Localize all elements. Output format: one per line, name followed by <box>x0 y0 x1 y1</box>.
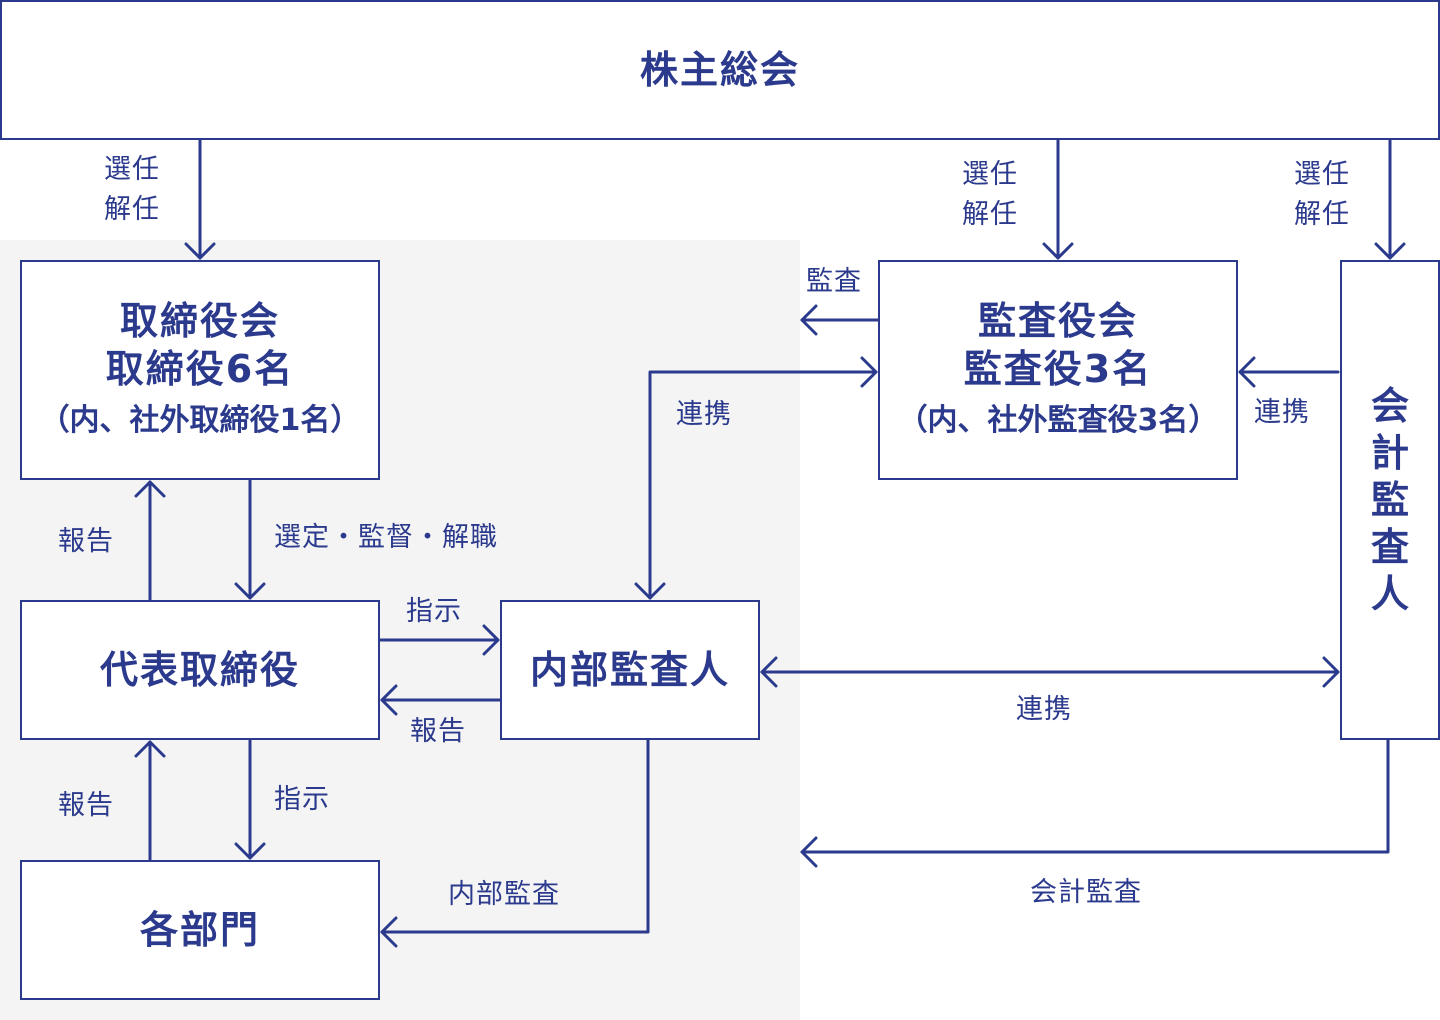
internal-auditor-title: 内部監査人 <box>529 648 730 692</box>
board-of-directors-box: 取締役会 取締役6名 （内、社外取締役1名） <box>20 260 380 480</box>
arrow-internal-audit-to-departments <box>380 738 650 934</box>
accounting-auditor-char: 人 <box>1370 571 1409 616</box>
accounting-auditor-char: 査 <box>1370 524 1409 569</box>
label-dismiss: 解任 <box>1294 199 1350 230</box>
label-accounting-audit: 会計監査 <box>1030 877 1142 908</box>
label-elect-dismiss-audit-board: 選任 解任 <box>962 155 1018 235</box>
accounting-auditor-box: 会 計 監 査 人 <box>1340 260 1440 740</box>
label-elect: 選任 <box>104 154 160 185</box>
label-elect: 選任 <box>962 159 1018 190</box>
accounting-auditor-char: 会 <box>1370 383 1409 428</box>
label-dismiss: 解任 <box>962 199 1018 230</box>
departments-title: 各部門 <box>139 908 260 952</box>
label-elect: 選任 <box>1294 159 1350 190</box>
label-elect-dismiss-board: 選任 解任 <box>104 150 160 230</box>
arrow-audit-board-internal-auditor <box>648 370 878 600</box>
shareholders-meeting-box: 株主総会 <box>0 0 1440 140</box>
arrow-accounting-audit <box>800 738 1390 854</box>
board-note: （内、社外取締役1名） <box>39 403 361 438</box>
label-select-supervise-dismiss: 選定・監督・解職 <box>274 522 498 553</box>
label-cooperation-internal-auditor: 連携 <box>676 399 732 430</box>
label-audit: 監査 <box>806 266 862 297</box>
board-subtitle: 取締役6名 <box>105 347 295 391</box>
label-report-representative: 報告 <box>410 716 466 747</box>
representative-title: 代表取締役 <box>99 648 300 692</box>
label-report-board: 報告 <box>58 526 114 557</box>
label-cooperation-accounting-to-audit-board: 連携 <box>1254 397 1310 428</box>
label-report-departments: 報告 <box>58 790 114 821</box>
audit-board-box: 監査役会 監査役3名 （内、社外監査役3名） <box>878 260 1238 480</box>
accounting-auditor-title: 会 計 監 査 人 <box>1371 383 1409 618</box>
label-elect-dismiss-accounting-auditor: 選任 解任 <box>1294 155 1350 235</box>
label-internal-audit: 内部監査 <box>448 879 560 910</box>
label-instruct-departments: 指示 <box>274 784 330 815</box>
accounting-auditor-char: 監 <box>1370 477 1409 522</box>
label-cooperation-accounting-auditor: 連携 <box>1016 694 1072 725</box>
representative-director-box: 代表取締役 <box>20 600 380 740</box>
label-dismiss: 解任 <box>104 194 160 225</box>
accounting-auditor-char: 計 <box>1370 430 1409 475</box>
departments-box: 各部門 <box>20 860 380 1000</box>
internal-auditor-box: 内部監査人 <box>500 600 760 740</box>
shareholders-meeting-title: 株主総会 <box>639 48 800 92</box>
label-instruct-internal-auditor: 指示 <box>406 596 462 627</box>
audit-board-subtitle: 監査役3名 <box>963 347 1153 391</box>
board-title: 取締役会 <box>119 299 280 343</box>
audit-board-note: （内、社外監査役3名） <box>897 403 1219 438</box>
audit-board-title: 監査役会 <box>977 299 1138 343</box>
